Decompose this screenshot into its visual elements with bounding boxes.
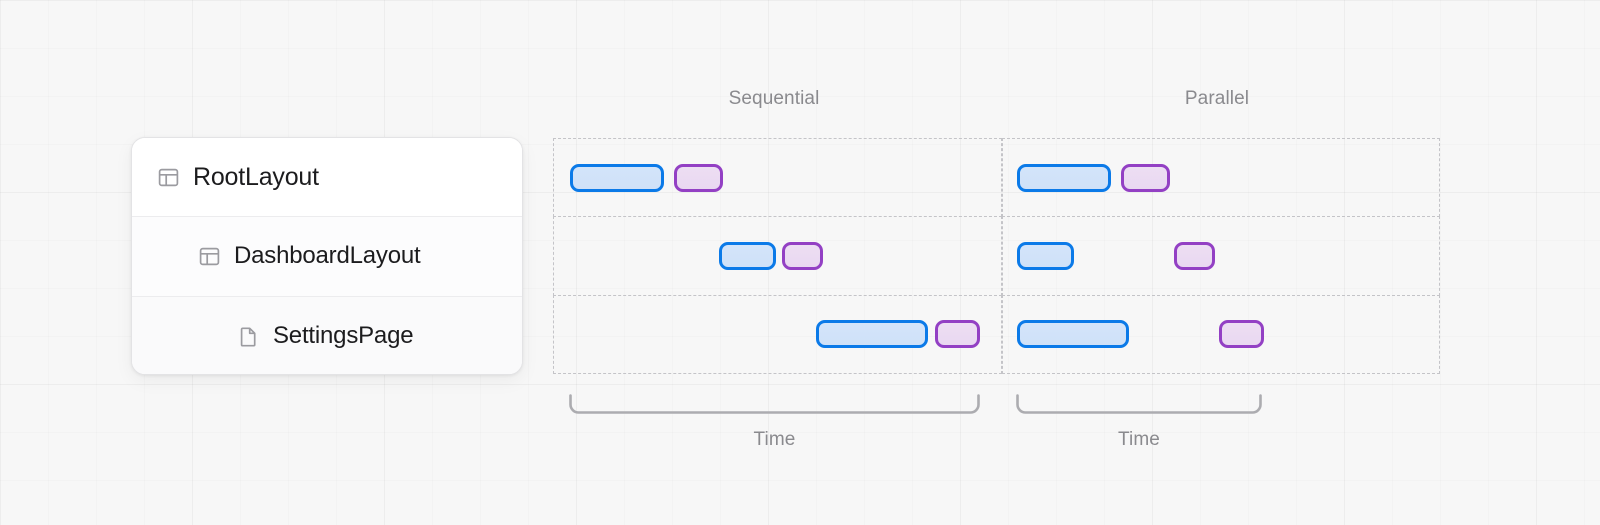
timeline-row: [553, 216, 1002, 296]
timeline-row: [1002, 294, 1440, 374]
route-row[interactable]: DashboardLayout: [132, 217, 522, 297]
render-bar-settingspage[interactable]: [1017, 320, 1129, 349]
data-bar-rootlayout[interactable]: [1121, 164, 1170, 193]
render-bar-rootlayout[interactable]: [570, 164, 664, 193]
layout-icon: [157, 166, 179, 188]
route-row-label: SettingsPage: [273, 322, 414, 350]
time-axis-label: Time: [753, 429, 796, 450]
timeline-panel-parallel: [1002, 138, 1440, 376]
time-bracket: [569, 394, 980, 416]
data-bar-dashboardlayout[interactable]: [782, 242, 823, 271]
route-row-label: RootLayout: [193, 162, 319, 191]
timeline-row: [553, 138, 1002, 218]
route-row-label: DashboardLayout: [234, 242, 421, 270]
panel-title-parallel: Parallel: [1184, 88, 1250, 109]
data-bar-dashboardlayout[interactable]: [1174, 242, 1215, 271]
data-bar-rootlayout[interactable]: [674, 164, 723, 193]
route-hierarchy-card: RootLayout DashboardLayout SettingsPage: [131, 137, 523, 375]
route-row[interactable]: SettingsPage: [132, 296, 522, 374]
data-bar-settingspage[interactable]: [1219, 320, 1264, 349]
layout-icon: [198, 245, 220, 267]
route-row[interactable]: RootLayout: [132, 138, 522, 218]
time-axis-label: Time: [1118, 429, 1160, 450]
data-bar-settingspage[interactable]: [935, 320, 980, 349]
render-bar-rootlayout[interactable]: [1017, 164, 1111, 193]
timeline-row: [1002, 138, 1440, 218]
render-bar-dashboardlayout[interactable]: [1017, 242, 1074, 271]
document-icon: [237, 325, 259, 347]
panel-title-sequential: Sequential: [728, 88, 820, 109]
time-bracket: [1016, 394, 1262, 416]
timeline-row: [553, 294, 1002, 374]
timeline-panel-sequential: [553, 138, 1002, 376]
render-bar-dashboardlayout[interactable]: [719, 242, 776, 271]
timeline-row: [1002, 216, 1440, 296]
render-bar-settingspage[interactable]: [816, 320, 928, 349]
